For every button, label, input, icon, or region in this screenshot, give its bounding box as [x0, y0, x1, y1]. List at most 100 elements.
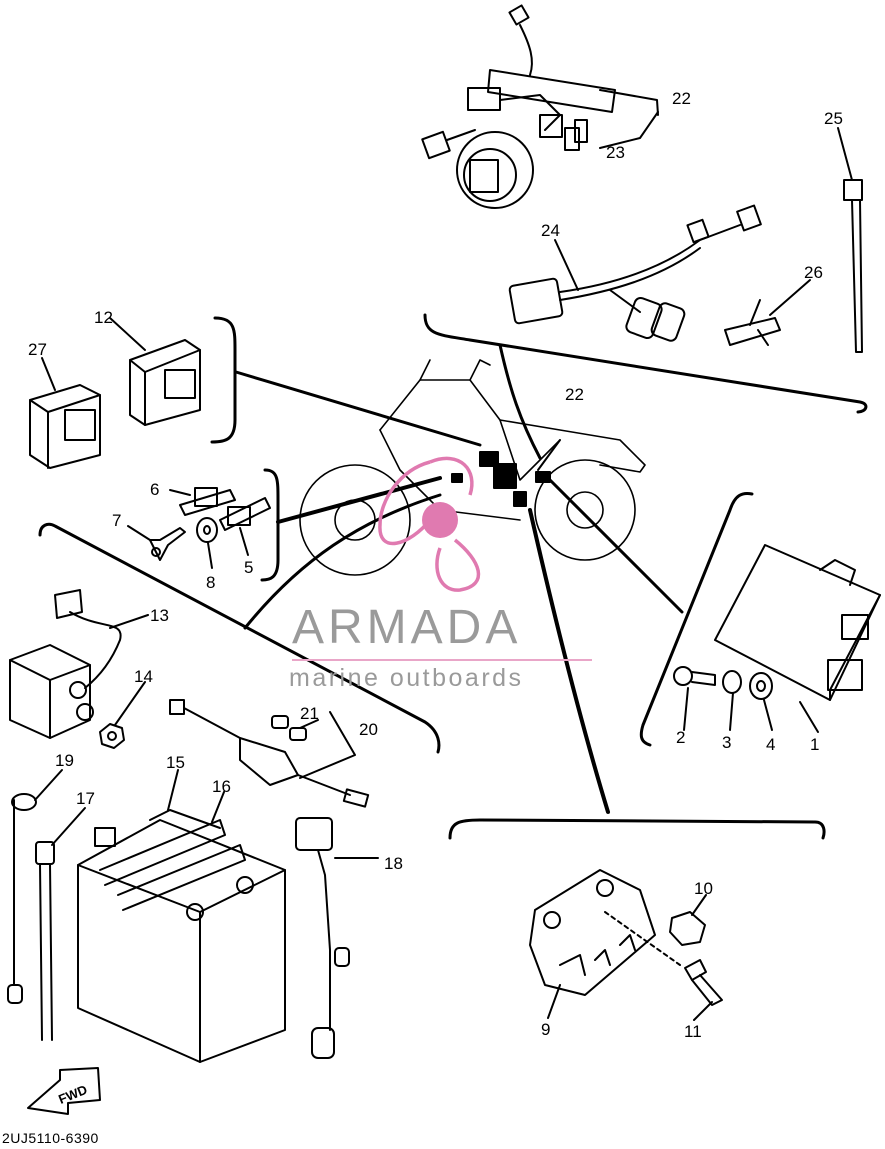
leader-5	[239, 527, 249, 556]
callout-6: 6	[150, 480, 159, 499]
callout-16: 16	[212, 777, 231, 796]
clip-26	[724, 299, 781, 346]
arrow-top-group	[498, 343, 542, 460]
callout-5: 5	[244, 558, 253, 577]
leader-8	[207, 542, 213, 569]
callout-26: 26	[804, 263, 823, 282]
leader-13	[109, 614, 149, 629]
battery-15	[77, 809, 286, 1063]
leader-2	[683, 687, 689, 731]
arrow-ecu	[546, 476, 684, 614]
leader-26	[769, 279, 811, 316]
callout-3: 3	[722, 733, 731, 752]
bolt-10	[669, 911, 706, 946]
callout-18: 18	[384, 854, 403, 873]
sensor-18	[295, 817, 350, 1059]
wire-harness-top	[421, 4, 616, 209]
rectifier-9	[529, 869, 656, 996]
leader-22b	[537, 439, 561, 471]
callout-15: 15	[166, 753, 185, 772]
leader-1	[799, 701, 819, 733]
callout-14: 14	[134, 667, 153, 686]
callout-20: 20	[359, 720, 378, 739]
callout-23: 23	[606, 143, 625, 162]
callout-9: 9	[541, 1020, 550, 1039]
nut-14	[99, 723, 125, 749]
leader-7	[127, 525, 151, 541]
group-bracket-ecu	[639, 491, 754, 747]
leader-24	[554, 239, 579, 291]
leader-9	[547, 984, 561, 1019]
ecu-unit-1	[714, 544, 881, 701]
watermark-logo-hub-icon	[422, 502, 458, 538]
starter-relay-13	[9, 589, 122, 739]
callout-12: 12	[94, 308, 113, 327]
arrow-switches	[276, 476, 442, 524]
callout-22-bike: 22	[565, 385, 584, 404]
callout-1: 1	[810, 735, 819, 754]
washer-8	[196, 517, 218, 543]
washer-3	[722, 670, 742, 694]
leader-3	[729, 692, 734, 731]
callout-21: 21	[300, 704, 319, 723]
fuse-holder-20	[169, 699, 370, 808]
bolt-2	[673, 666, 716, 686]
callout-25: 25	[824, 109, 843, 128]
cable-tie-25	[843, 179, 863, 353]
bolt-11	[684, 959, 723, 1006]
fwd-arrow-icon	[27, 1067, 101, 1115]
diagram-code: 2UJ5110-6390	[2, 1130, 99, 1146]
callout-13: 13	[150, 606, 169, 625]
switch-6	[179, 487, 236, 516]
callout-11: 11	[684, 1022, 702, 1041]
group-bracket-relays	[210, 316, 237, 444]
watermark-logo-icon	[378, 456, 481, 592]
leader-15	[167, 769, 179, 811]
arrow-left-group	[243, 493, 442, 630]
callout-4: 4	[766, 735, 775, 754]
leader-rect-bolt	[604, 911, 681, 966]
wire-harness-24	[508, 204, 762, 342]
motorcycle-outline	[299, 359, 646, 576]
leader-16	[211, 791, 225, 823]
leader-25	[837, 127, 853, 181]
group-bracket-top	[423, 313, 868, 414]
callout-17: 17	[76, 789, 95, 808]
arrow-relays	[234, 370, 482, 447]
arrow-rectifier	[528, 508, 610, 814]
breather-hose-17	[35, 841, 55, 1041]
leader-14	[114, 681, 146, 726]
leader-11	[693, 1001, 713, 1021]
washer-4	[749, 672, 773, 700]
leader-23	[599, 111, 659, 149]
leader-22	[599, 89, 659, 116]
switch-5	[219, 497, 271, 531]
callout-7: 7	[112, 511, 121, 530]
fuse-21	[271, 715, 307, 741]
leader-19	[34, 769, 63, 801]
watermark-brand: ARMADA	[292, 601, 522, 654]
callout-24: 24	[541, 221, 560, 240]
leader-6	[169, 489, 191, 496]
connector-blocks	[451, 451, 551, 507]
callout-22-top: 22	[672, 89, 691, 108]
leader-27	[41, 357, 56, 391]
leader-4	[763, 699, 773, 731]
relay-27	[29, 384, 101, 469]
watermark-divider	[292, 659, 592, 661]
callout-10: 10	[694, 879, 713, 898]
leader-17	[51, 807, 86, 846]
leader-20	[299, 711, 356, 779]
callout-8: 8	[206, 573, 215, 592]
leader-10	[691, 894, 707, 916]
callout-19: 19	[55, 751, 74, 770]
group-bracket-left	[38, 522, 441, 754]
callout-27: 27	[28, 340, 47, 359]
group-bracket-rectifier	[448, 818, 826, 840]
leader-21	[299, 719, 319, 729]
callout-2: 2	[676, 728, 685, 747]
battery-lead-19	[7, 793, 37, 1004]
leader-12	[109, 317, 146, 351]
bracket-7	[149, 527, 186, 561]
